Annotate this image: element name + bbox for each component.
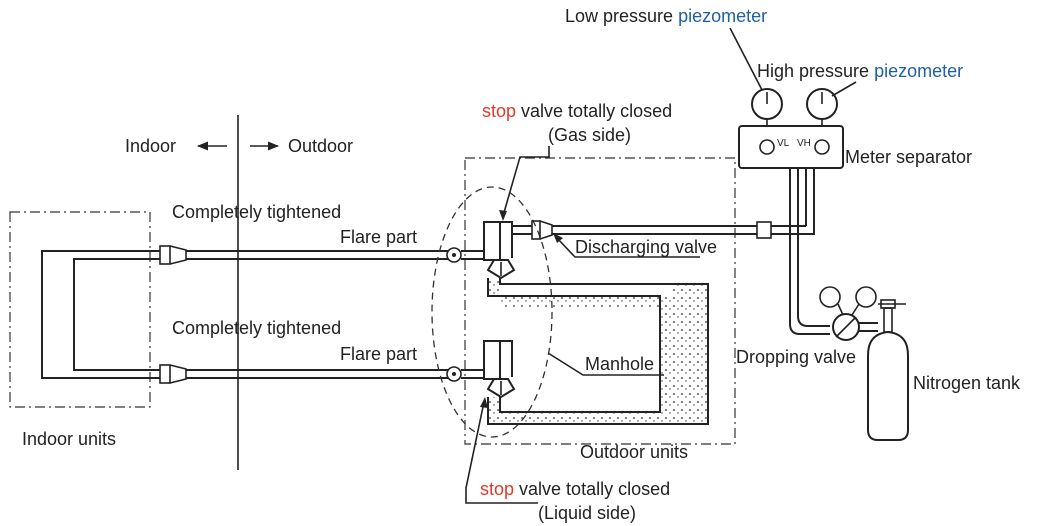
low-pressure-leader bbox=[729, 27, 763, 91]
liquid-side-label: (Liquid side) bbox=[538, 503, 636, 523]
outdoor-internal-pipe bbox=[487, 278, 709, 425]
gas-connecting-pipe bbox=[186, 250, 448, 260]
dropping-valve-label: Dropping valve bbox=[736, 347, 856, 367]
high-pressure-leader bbox=[831, 81, 857, 97]
meter-separator bbox=[738, 125, 844, 324]
nitrogen-hose bbox=[789, 315, 830, 335]
outdoor-label: Outdoor bbox=[288, 136, 353, 156]
discharging-valve bbox=[512, 220, 553, 240]
meter-separator-label: Meter separator bbox=[845, 147, 972, 167]
dropping-valve bbox=[819, 286, 878, 341]
flare-joint-gas bbox=[446, 247, 462, 263]
discharging-valve-label: Discharging valve bbox=[575, 237, 717, 257]
flare-joint-liquid bbox=[446, 366, 462, 382]
liquid-valve-leader bbox=[465, 401, 538, 504]
gas-stop-valve bbox=[461, 221, 516, 280]
liquid-connecting-pipe bbox=[186, 369, 448, 379]
stop-word-gas: stop bbox=[482, 101, 516, 121]
indoor-label: Indoor bbox=[125, 136, 176, 156]
flare-part-bottom-label: Flare part bbox=[340, 344, 417, 364]
nitrogen-tank-label: Nitrogen tank bbox=[913, 373, 1021, 393]
indoor-outdoor-divider bbox=[196, 115, 280, 470]
vl-label: VL bbox=[777, 138, 790, 149]
nitrogen-tank bbox=[867, 299, 909, 441]
indoor-loop-piping bbox=[41, 250, 160, 379]
charging-hose bbox=[552, 221, 806, 239]
indoor-units-box bbox=[9, 211, 151, 408]
manhole-leader bbox=[547, 352, 664, 376]
high-pressure-piezometer-label: High pressure piezometer bbox=[757, 61, 963, 81]
stop-valve-gas-label: stop valve totally closed bbox=[482, 101, 672, 121]
low-pressure-gauge bbox=[751, 88, 783, 126]
indoor-flare-nut-bottom bbox=[159, 364, 187, 384]
high-pressure-piezometer-word: piezometer bbox=[874, 61, 963, 81]
indoor-units-label: Indoor units bbox=[22, 429, 116, 449]
discharging-valve-leader bbox=[555, 236, 700, 258]
low-pressure-piezometer-label: Low pressure piezometer bbox=[565, 6, 767, 26]
completely-tightened-top-label: Completely tightened bbox=[172, 202, 341, 222]
high-pressure-gauge bbox=[806, 88, 838, 126]
flare-part-top-label: Flare part bbox=[340, 227, 417, 247]
completely-tightened-bottom-label: Completely tightened bbox=[172, 318, 341, 338]
gas-valve-leader bbox=[502, 146, 550, 217]
indoor-flare-nut-top bbox=[159, 245, 187, 265]
stop-valve-liquid-label: stop valve totally closed bbox=[480, 479, 670, 499]
gas-side-label: (Gas side) bbox=[548, 125, 631, 145]
manhole-label: Manhole bbox=[585, 354, 654, 374]
low-pressure-piezometer-word: piezometer bbox=[678, 6, 767, 26]
outdoor-units-label: Outdoor units bbox=[580, 442, 688, 462]
outdoor-units-box bbox=[464, 157, 736, 445]
stop-valve-circle bbox=[431, 186, 553, 438]
liquid-stop-valve bbox=[461, 340, 516, 399]
vh-label: VH bbox=[797, 138, 811, 149]
stop-word-liquid: stop bbox=[480, 479, 514, 499]
